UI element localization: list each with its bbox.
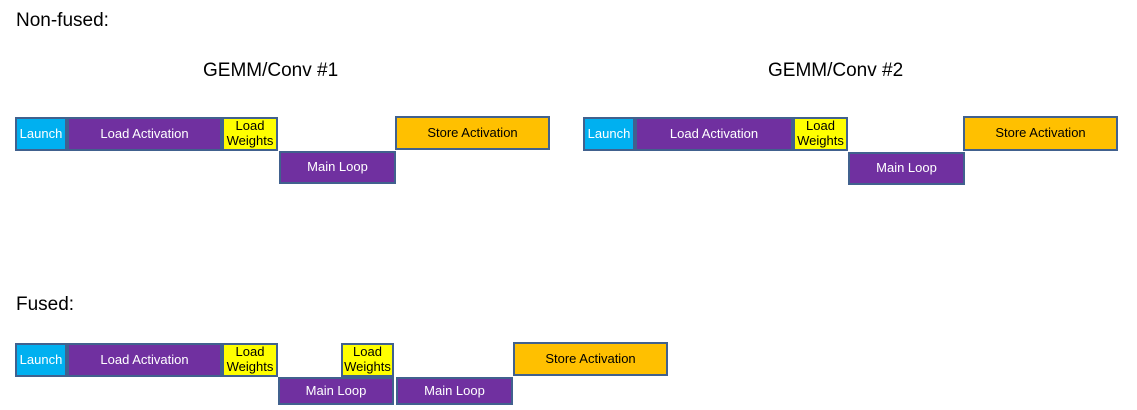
- block-load-activation: Load Activation: [67, 117, 222, 151]
- gemm-conv-1-title: GEMM/Conv #1: [203, 60, 339, 81]
- block-main-loop: Main Loop: [396, 377, 513, 405]
- block-load-weights: Load Weights: [222, 343, 278, 377]
- block-store-activation: Store Activation: [513, 342, 668, 376]
- block-main-loop: Main Loop: [278, 377, 394, 405]
- block-launch: Launch: [15, 343, 67, 377]
- block-load-weights: Load Weights: [222, 117, 278, 151]
- gemm-conv-2-title: GEMM/Conv #2: [768, 60, 904, 81]
- block-load-weights: Load Weights: [793, 117, 848, 151]
- block-load-activation: Load Activation: [67, 343, 222, 377]
- non-fused-section-label: Non-fused:: [16, 10, 109, 31]
- block-load-activation: Load Activation: [635, 117, 793, 151]
- fused-section-label: Fused:: [16, 294, 75, 315]
- block-store-activation: Store Activation: [963, 116, 1118, 151]
- block-main-loop: Main Loop: [279, 151, 396, 184]
- block-load-weights: Load Weights: [341, 343, 394, 377]
- block-launch: Launch: [583, 117, 635, 151]
- block-store-activation: Store Activation: [395, 116, 550, 150]
- block-launch: Launch: [15, 117, 67, 151]
- block-main-loop: Main Loop: [848, 152, 965, 185]
